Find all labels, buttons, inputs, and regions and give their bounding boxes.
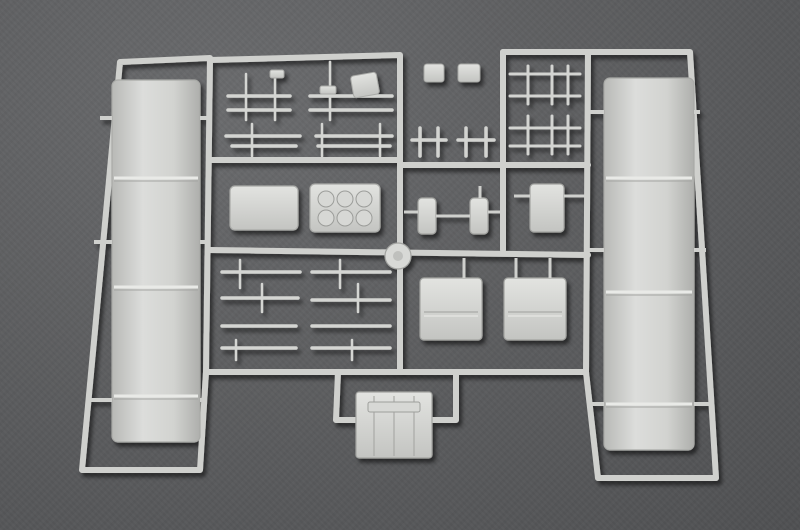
small-pin-parts-top-right bbox=[508, 64, 582, 156]
round-detail-plate-part bbox=[309, 183, 381, 233]
box-part-left bbox=[419, 258, 483, 341]
small-rod-parts-mid-left bbox=[220, 258, 392, 362]
clip-parts-center bbox=[410, 126, 496, 158]
left-long-panel bbox=[111, 79, 201, 443]
right-panel-gates bbox=[588, 110, 712, 406]
cylinder-parts bbox=[404, 186, 503, 235]
sprue-hub bbox=[384, 242, 412, 270]
bottom-frame-part bbox=[355, 391, 433, 459]
left-panel-gates bbox=[88, 116, 210, 402]
right-long-panel bbox=[603, 77, 695, 451]
small-blocks-top bbox=[269, 63, 481, 99]
box-part-right bbox=[503, 258, 567, 341]
flat-plate-part bbox=[229, 185, 299, 231]
small-housing-part bbox=[514, 183, 588, 233]
